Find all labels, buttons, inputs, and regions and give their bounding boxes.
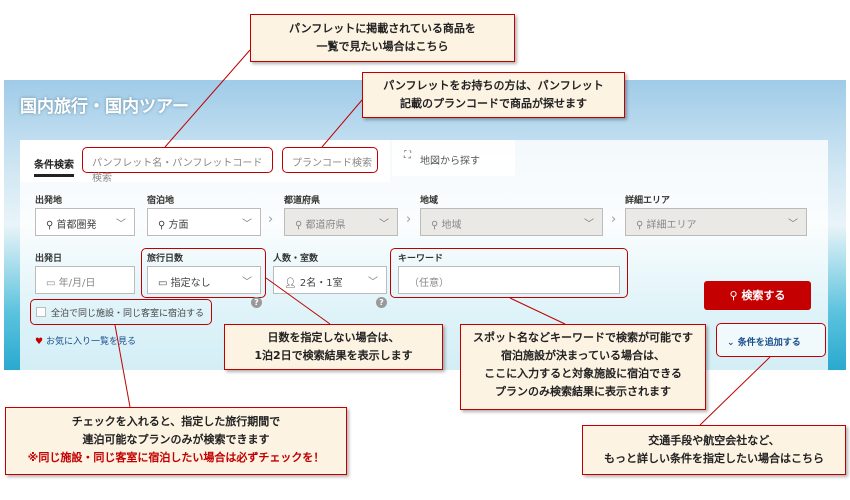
callout-line: パンフレットをお持ちの方は、パンフレット bbox=[383, 79, 604, 92]
chevron-down-icon: ﹀ bbox=[379, 219, 389, 230]
callout-line: スポット名などキーワードで検索が可能です bbox=[473, 331, 693, 344]
keyword-placeholder: （任意） bbox=[409, 278, 449, 289]
callout-line: パンフレットに掲載されている商品を bbox=[289, 22, 476, 35]
people-select[interactable]: 👤︎ 2名・1室 ﹀ bbox=[273, 266, 387, 294]
callout-line: 連泊可能なプランのみが検索できます bbox=[82, 433, 270, 446]
same-room-highlight bbox=[30, 299, 212, 325]
callout-line: 1泊2日で検索結果を表示します bbox=[254, 349, 413, 362]
area-select[interactable]: ⚲ 詳細エリア ﹀ bbox=[625, 208, 807, 236]
prefecture-value: 都道府県 bbox=[305, 220, 346, 231]
region-select[interactable]: ⚲ 地域 ﹀ bbox=[420, 208, 603, 236]
pin-icon: ⚲ bbox=[636, 220, 647, 231]
keyword-label: キーワード bbox=[398, 254, 444, 264]
days-value: 指定なし bbox=[170, 278, 211, 289]
chevron-down-icon: ﹀ bbox=[242, 277, 252, 288]
days-highlight bbox=[141, 248, 266, 298]
chevron-down-icon: ﹀ bbox=[116, 219, 126, 230]
callout-line: チェックを入れると、指定した旅行期間で bbox=[71, 415, 281, 428]
chevron-down-icon: ⌄ bbox=[727, 338, 738, 348]
days-label: 旅行日数 bbox=[147, 254, 184, 264]
chevron-right-icon: › bbox=[406, 212, 412, 227]
help-icon[interactable]: ? bbox=[251, 297, 262, 308]
map-icon: ⛶ bbox=[404, 150, 411, 161]
same-room-checkbox[interactable] bbox=[36, 307, 46, 317]
callout-add-conditions: 交通手段や航空会社など、もっと詳しい条件を指定したい場合はこちら bbox=[582, 425, 846, 475]
keyword-highlight bbox=[390, 248, 628, 298]
calendar-icon: ▭ bbox=[46, 278, 59, 289]
departure-label: 出発地 bbox=[35, 196, 63, 206]
keyword-input[interactable]: （任意） bbox=[398, 266, 620, 294]
callout-line: 交通手段や航空会社など、 bbox=[648, 434, 780, 447]
stay-value: 方面 bbox=[168, 220, 189, 231]
callout-line: 宿泊施設が決まっている場合は、 bbox=[500, 349, 665, 362]
callout-line: ここに入力すると対象施設に宿泊できる bbox=[484, 367, 682, 380]
prefecture-select[interactable]: ⚲ 都道府県 ﹀ bbox=[284, 208, 398, 236]
chevron-down-icon: ﹀ bbox=[788, 219, 798, 230]
page-title: 国内旅行・国内ツアー bbox=[20, 97, 189, 117]
chevron-right-icon: › bbox=[611, 212, 617, 227]
search-label: 検索する bbox=[741, 289, 786, 302]
people-value: 2名・1室 bbox=[299, 278, 343, 289]
tab-condition-search[interactable]: 条件検索 bbox=[34, 160, 74, 171]
tab-map-label: 地図から探す bbox=[420, 156, 480, 167]
stay-select[interactable]: ⚲ 方面 ﹀ bbox=[147, 208, 261, 236]
stay-label: 宿泊地 bbox=[147, 196, 175, 206]
chevron-down-icon: ﹀ bbox=[368, 277, 378, 288]
same-room-label: 全泊で同じ施設・同じ客室に宿泊する bbox=[51, 309, 205, 319]
tab-map-search[interactable]: ⛶ 地図から探す bbox=[392, 140, 515, 176]
departure-value: 首都圏発 bbox=[56, 220, 97, 231]
days-select[interactable]: ▭ 指定なし ﹀ bbox=[147, 266, 261, 294]
departure-select[interactable]: ⚲ 首都圏発 ﹀ bbox=[35, 208, 135, 236]
date-placeholder: 年/月/日 bbox=[58, 278, 96, 289]
favorites-label: お気に入り一覧を見る bbox=[45, 337, 136, 347]
favorites-link[interactable]: ♥ お気に入り一覧を見る bbox=[35, 334, 136, 347]
chevron-down-icon: ﹀ bbox=[242, 219, 252, 230]
help-icon[interactable]: ? bbox=[376, 297, 387, 308]
date-input[interactable]: ▭ 年/月/日 bbox=[35, 266, 135, 294]
callout-line: プランのみ検索結果に表示されます bbox=[495, 385, 671, 398]
search-icon: ⚲ bbox=[729, 289, 742, 302]
callout-line: 記載のプランコードで商品が探せます bbox=[400, 97, 587, 110]
add-conditions-button[interactable]: ⌄ 条件を追加する bbox=[716, 323, 826, 357]
chevron-down-icon: ﹀ bbox=[584, 219, 594, 230]
callout-plancode: パンフレットをお持ちの方は、パンフレット記載のプランコードで商品が探せます bbox=[362, 72, 625, 118]
callout-line: もっと詳しい条件を指定したい場合はこちら bbox=[604, 452, 824, 465]
callout-warning: ※同じ施設・同じ客室に宿泊したい場合は必ずチェックを！ bbox=[27, 451, 325, 464]
pin-icon: ⚲ bbox=[431, 220, 442, 231]
area-label: 詳細エリア bbox=[625, 196, 671, 206]
region-label: 地域 bbox=[420, 196, 439, 206]
area-value: 詳細エリア bbox=[646, 220, 697, 231]
callout-keyword: スポット名などキーワードで検索が可能です宿泊施設が決まっている場合は、ここに入力… bbox=[460, 324, 706, 410]
chevron-right-icon: › bbox=[268, 212, 274, 227]
prefecture-label: 都道府県 bbox=[284, 196, 321, 206]
date-label: 出発日 bbox=[35, 254, 63, 264]
tab-plan-code-search[interactable]: プランコード検索 bbox=[282, 147, 378, 173]
heart-icon: ♥ bbox=[35, 337, 44, 347]
callout-line: 一覧で見たい場合はこちら bbox=[316, 40, 449, 53]
people-label: 人数・室数 bbox=[273, 254, 319, 264]
tab-pamphlet-search[interactable]: パンフレット名・パンフレットコード検索 bbox=[82, 147, 273, 184]
callout-same-room: チェックを入れると、指定した旅行期間で連泊可能なプランのみが検索できます ※同じ施… bbox=[5, 407, 347, 475]
person-icon: 👤︎ bbox=[284, 278, 300, 289]
pin-icon: ⚲ bbox=[46, 220, 57, 231]
region-value: 地域 bbox=[441, 220, 462, 231]
callout-days: 日数を指定しない場合は、 1泊2日で検索結果を表示します bbox=[224, 324, 443, 370]
calendar-icon: ▭ bbox=[158, 278, 171, 289]
search-button[interactable]: ⚲ 検索する bbox=[704, 281, 811, 310]
pin-icon: ⚲ bbox=[295, 220, 306, 231]
active-tab-indicator bbox=[34, 174, 74, 177]
pin-icon: ⚲ bbox=[158, 220, 169, 231]
add-conditions-label: 条件を追加する bbox=[737, 338, 801, 348]
callout-pamphlet: パンフレットに掲載されている商品を一覧で見たい場合はこちら bbox=[250, 14, 515, 62]
callout-line: 日数を指定しない場合は、 bbox=[267, 331, 400, 344]
